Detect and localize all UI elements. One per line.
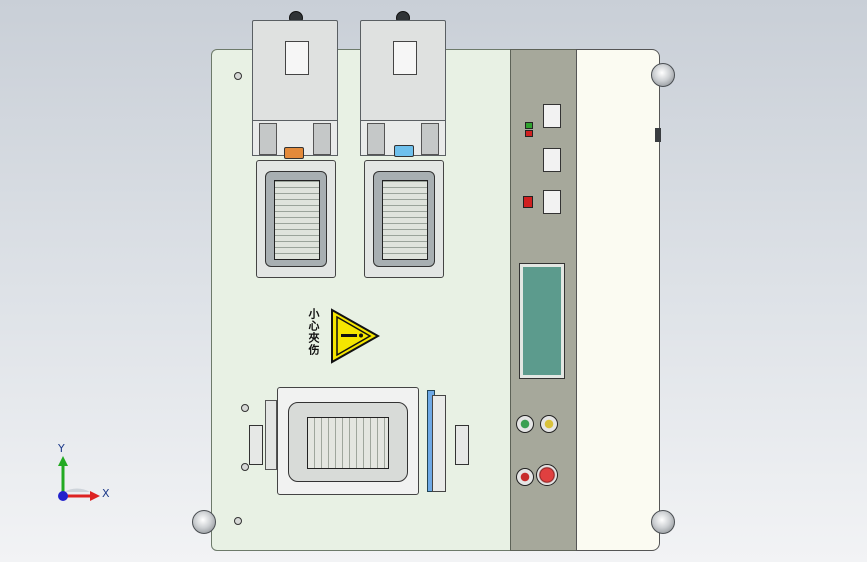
- fixture-bottom: [277, 387, 419, 495]
- screw: [241, 463, 249, 471]
- fixture-left: [256, 160, 336, 278]
- lcd-display: [519, 263, 565, 379]
- socket-connector: [543, 104, 561, 128]
- connector-blue: [394, 145, 414, 157]
- pcb-board: [382, 180, 428, 260]
- fixture-tray: [373, 171, 435, 267]
- led-green: [525, 122, 533, 129]
- bracket-right: [360, 20, 446, 122]
- start-button-green[interactable]: [516, 415, 534, 433]
- caster-bottom-left: [192, 510, 216, 534]
- warning-text: 小心夾伤: [307, 308, 320, 356]
- clamp-rail-left: [265, 400, 277, 470]
- warning-triangle-icon: [331, 308, 380, 364]
- socket-connector: [543, 190, 561, 214]
- emergency-stop-button[interactable]: [536, 464, 558, 486]
- side-clamp-left: [249, 425, 263, 465]
- bracket-window: [393, 41, 417, 75]
- axis-triad-icon: [58, 456, 100, 501]
- axis-x-label: X: [102, 487, 110, 500]
- connector-orange: [284, 147, 304, 159]
- screw: [241, 404, 249, 412]
- reset-button-yellow[interactable]: [540, 415, 558, 433]
- stop-button-red[interactable]: [516, 468, 534, 486]
- caster-bottom-right: [651, 510, 675, 534]
- screw: [234, 517, 242, 525]
- pcb-board: [307, 417, 389, 469]
- caster-top-right: [651, 63, 675, 87]
- fixture-tray: [265, 171, 327, 267]
- led-red: [525, 130, 533, 137]
- fixture-right: [364, 160, 444, 278]
- screw: [234, 72, 242, 80]
- side-cover: [576, 49, 660, 551]
- clamp-block: [367, 123, 385, 155]
- fixture-tray: [288, 402, 408, 482]
- clamp-block: [313, 123, 331, 155]
- bracket-left: [252, 20, 338, 122]
- side-clamp-right: [455, 425, 469, 465]
- socket-connector: [543, 148, 561, 172]
- clamp-block: [259, 123, 277, 155]
- pcb-board: [274, 180, 320, 260]
- clamp-rail-right: [432, 395, 446, 492]
- clamp-block: [421, 123, 439, 155]
- bracket-window: [285, 41, 309, 75]
- axis-y-label: Y: [58, 442, 65, 455]
- led-red-indicator: [523, 196, 533, 208]
- latch: [655, 128, 661, 142]
